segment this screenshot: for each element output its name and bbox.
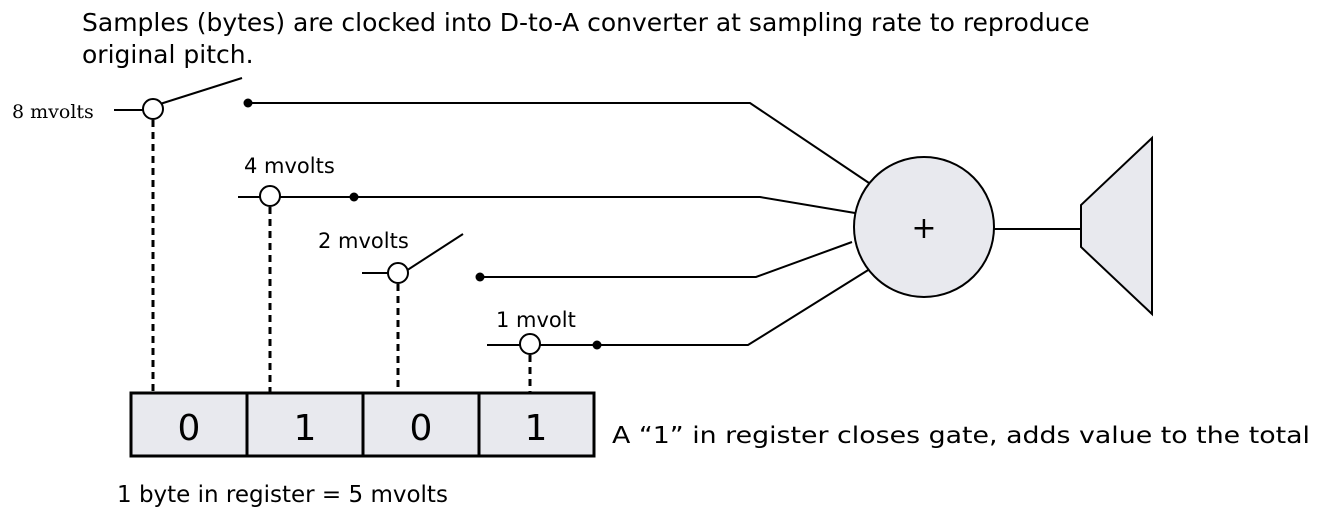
switch-pivot xyxy=(387,262,409,284)
speaker-icon xyxy=(1080,135,1153,317)
caption-line-2: original pitch. xyxy=(82,40,254,69)
caption-line-1: Samples (bytes) are clocked into D-to-A … xyxy=(82,8,1090,37)
switch-pivot xyxy=(259,185,281,207)
output-wire xyxy=(480,241,853,278)
register-note: A “1” in register closes gate, adds valu… xyxy=(612,423,1310,449)
gate-4-mvolts: 4 mvolts xyxy=(238,154,856,392)
gate-1-mvolt: 1 mvolt xyxy=(487,266,874,392)
switch-arm-open xyxy=(159,77,243,105)
summing-junction: + xyxy=(853,156,995,298)
output-wire xyxy=(354,196,856,214)
register-summary: 1 byte in register = 5 mvolts xyxy=(117,482,448,508)
gate-8-mvolts: 8 mvolts xyxy=(12,77,873,392)
summer-circle xyxy=(853,156,995,298)
register-bit: 1 xyxy=(294,408,317,449)
output-wire xyxy=(597,266,874,346)
switch-pivot xyxy=(142,98,164,120)
gate-label-4-mvolts: 4 mvolts xyxy=(244,154,335,178)
output-wire xyxy=(248,102,873,186)
plus-symbol: + xyxy=(911,211,936,246)
gate-label-8-mvolts: 8 mvolts xyxy=(12,101,94,123)
gate-2-mvolts: 2 mvolts xyxy=(318,229,853,392)
register-bit: 1 xyxy=(525,408,548,449)
register-bit: 0 xyxy=(178,408,201,449)
gate-label-1-mvolt: 1 mvolt xyxy=(496,308,576,332)
register: 0 1 0 1 xyxy=(129,391,596,458)
register-bit: 0 xyxy=(410,408,433,449)
register-cell xyxy=(477,391,596,458)
switch-pivot xyxy=(519,333,541,355)
gate-label-2-mvolts: 2 mvolts xyxy=(318,229,409,253)
register-cell xyxy=(361,391,481,458)
